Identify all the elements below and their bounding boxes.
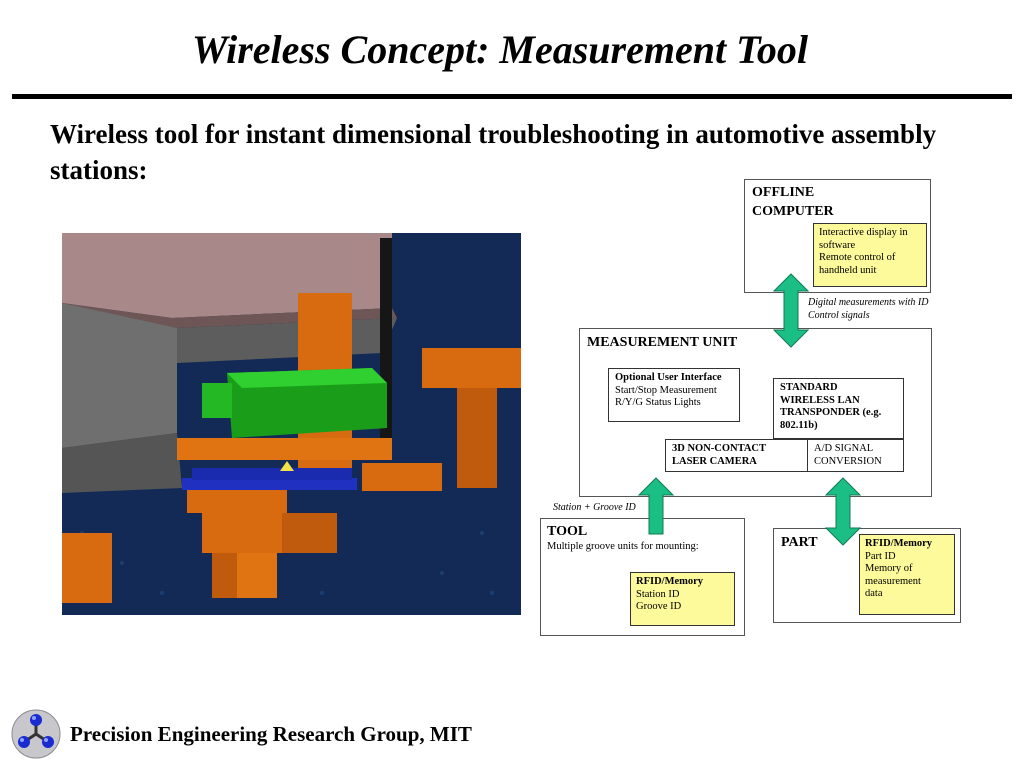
tool-rfid-box: RFID/Memory Station ID Groove ID [630,572,735,626]
wlan-line-4: 802.11b) [780,419,818,431]
slide-title: Wireless Concept: Measurement Tool [192,27,808,72]
laser-camera-box: 3D NON-CONTACT LASER CAMERA [665,439,808,472]
ad-line-2: CONVERSION [814,455,882,467]
user-interface-line-1: Start/Stop Measurement [615,384,717,396]
wireless-lan-box: STANDARD WIRELESS LAN TRANSPONDER (e.g. … [773,378,904,439]
tool-rfid-line-2: Groove ID [636,601,682,612]
tool-description: Multiple groove units for mounting: [547,541,699,552]
part-rfid-line-1: Part ID [865,550,896,562]
part-rfid-box: RFID/Memory Part ID Memory of measuremen… [859,534,955,615]
slide-subtitle: Wireless tool for instant dimensional tr… [50,119,937,185]
camera-line-1: 3D NON-CONTACT [672,443,767,454]
camera-line-2: LASER CAMERA [672,455,757,467]
ad-line-1: A/D SIGNAL [814,443,874,454]
link-label-1: Digital measurements with ID [808,297,929,308]
tool-label: TOOL [547,524,588,539]
footer-text: Precision Engineering Research Group, MI… [70,722,472,746]
offline-computer-note: Interactive display in software Remote c… [813,223,927,287]
part-rfid-title: RFID/Memory [865,538,933,549]
mit-group-logo [11,709,61,759]
link-label-2: Control signals [808,310,870,321]
offline-computer-label-1: OFFLINE [752,185,815,200]
wlan-line-2: WIRELESS LAN [780,394,860,406]
offline-note-line-4: handheld unit [819,264,877,276]
part-rfid-line-3: measurement [865,575,921,587]
user-interface-box: Optional User Interface Start/Stop Measu… [608,368,740,422]
user-interface-line-2: R/Y/G Status Lights [615,397,701,408]
offline-note-line-2: software [819,239,856,251]
offline-computer-label-2: COMPUTER [752,204,834,219]
part-rfid-line-2: Memory of [865,563,913,574]
ad-conversion-box: A/D SIGNAL CONVERSION [807,439,904,472]
tool-rfid-title: RFID/Memory [636,576,704,587]
title-divider [12,94,1012,99]
tool-rfid-line-1: Station ID [636,588,680,600]
wlan-line-3: TRANSPONDER (e.g. [780,407,882,418]
part-rfid-line-4: data [865,588,883,599]
user-interface-title: Optional User Interface [615,372,722,383]
offline-note-line-1: Interactive display in [819,227,908,238]
station-groove-label: Station + Groove ID [553,502,636,513]
measurement-unit-label: MEASUREMENT UNIT [587,335,738,350]
offline-note-line-3: Remote control of [819,252,896,263]
wlan-line-1: STANDARD [780,382,838,393]
measurement-tool-3d-render [62,233,521,615]
part-label: PART [781,535,818,550]
